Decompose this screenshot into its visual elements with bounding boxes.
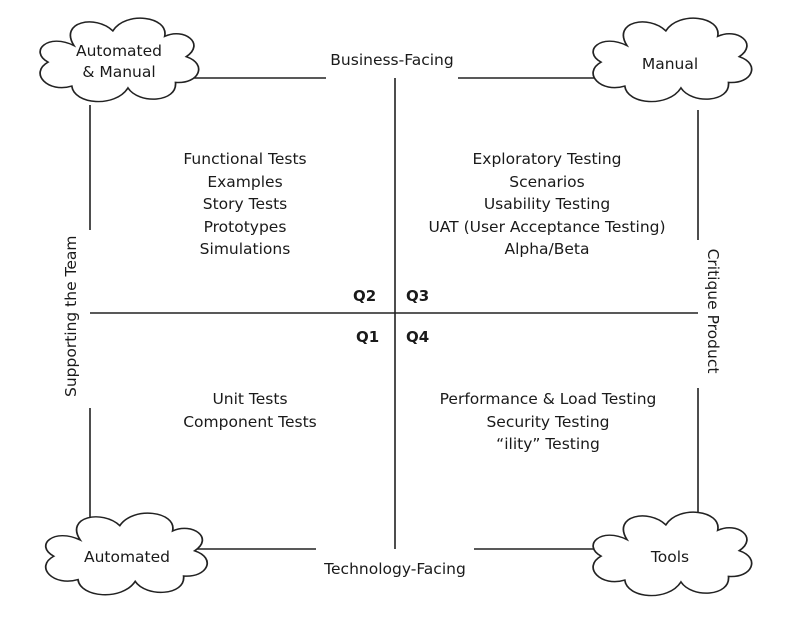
list-item: Unit Tests bbox=[212, 390, 288, 408]
cloud-label-line: Automated bbox=[75, 42, 163, 60]
quadrant-q4-list: Performance & Load Testing Security Test… bbox=[408, 388, 688, 456]
axis-label-left: Supporting the Team bbox=[62, 235, 80, 397]
list-item: Exploratory Testing bbox=[472, 150, 622, 168]
list-item: Usability Testing bbox=[483, 195, 611, 213]
quadrant-label-q3: Q3 bbox=[406, 287, 430, 305]
list-item: “ility” Testing bbox=[496, 435, 600, 453]
quadrant-label-q4: Q4 bbox=[406, 328, 430, 346]
list-item: Security Testing bbox=[486, 412, 610, 431]
list-item: Alpha/Beta bbox=[504, 240, 590, 258]
cloud-label-top-left: Automated & Manual bbox=[60, 41, 178, 83]
list-item: Scenarios bbox=[509, 172, 585, 191]
list-item: Story Tests bbox=[202, 195, 288, 213]
list-item: Component Tests bbox=[183, 412, 317, 431]
list-item: Prototypes bbox=[203, 217, 287, 236]
axis-label-right: Critique Product bbox=[704, 248, 722, 374]
quadrant-q3-list: Exploratory Testing Scenarios Usability … bbox=[402, 148, 692, 261]
cloud-label-top-right: Manual bbox=[641, 55, 699, 73]
quadrant-label-q1: Q1 bbox=[356, 328, 380, 346]
list-item: Performance & Load Testing bbox=[439, 390, 657, 408]
list-item: Functional Tests bbox=[183, 150, 307, 168]
axis-label-top: Business-Facing bbox=[330, 51, 454, 69]
quadrant-q2-list: Functional Tests Examples Story Tests Pr… bbox=[150, 148, 340, 261]
cloud-label-bottom-left: Automated bbox=[83, 548, 171, 566]
list-item: Simulations bbox=[199, 240, 291, 258]
cloud-label-bottom-right: Tools bbox=[650, 548, 690, 566]
axis-label-bottom: Technology-Facing bbox=[324, 560, 466, 578]
quadrant-q1-list: Unit Tests Component Tests bbox=[150, 388, 350, 433]
list-item: Examples bbox=[207, 172, 283, 191]
quadrant-label-q2: Q2 bbox=[353, 287, 377, 305]
cloud-label-line: & Manual bbox=[82, 63, 156, 81]
list-item: UAT (User Acceptance Testing) bbox=[428, 217, 666, 236]
